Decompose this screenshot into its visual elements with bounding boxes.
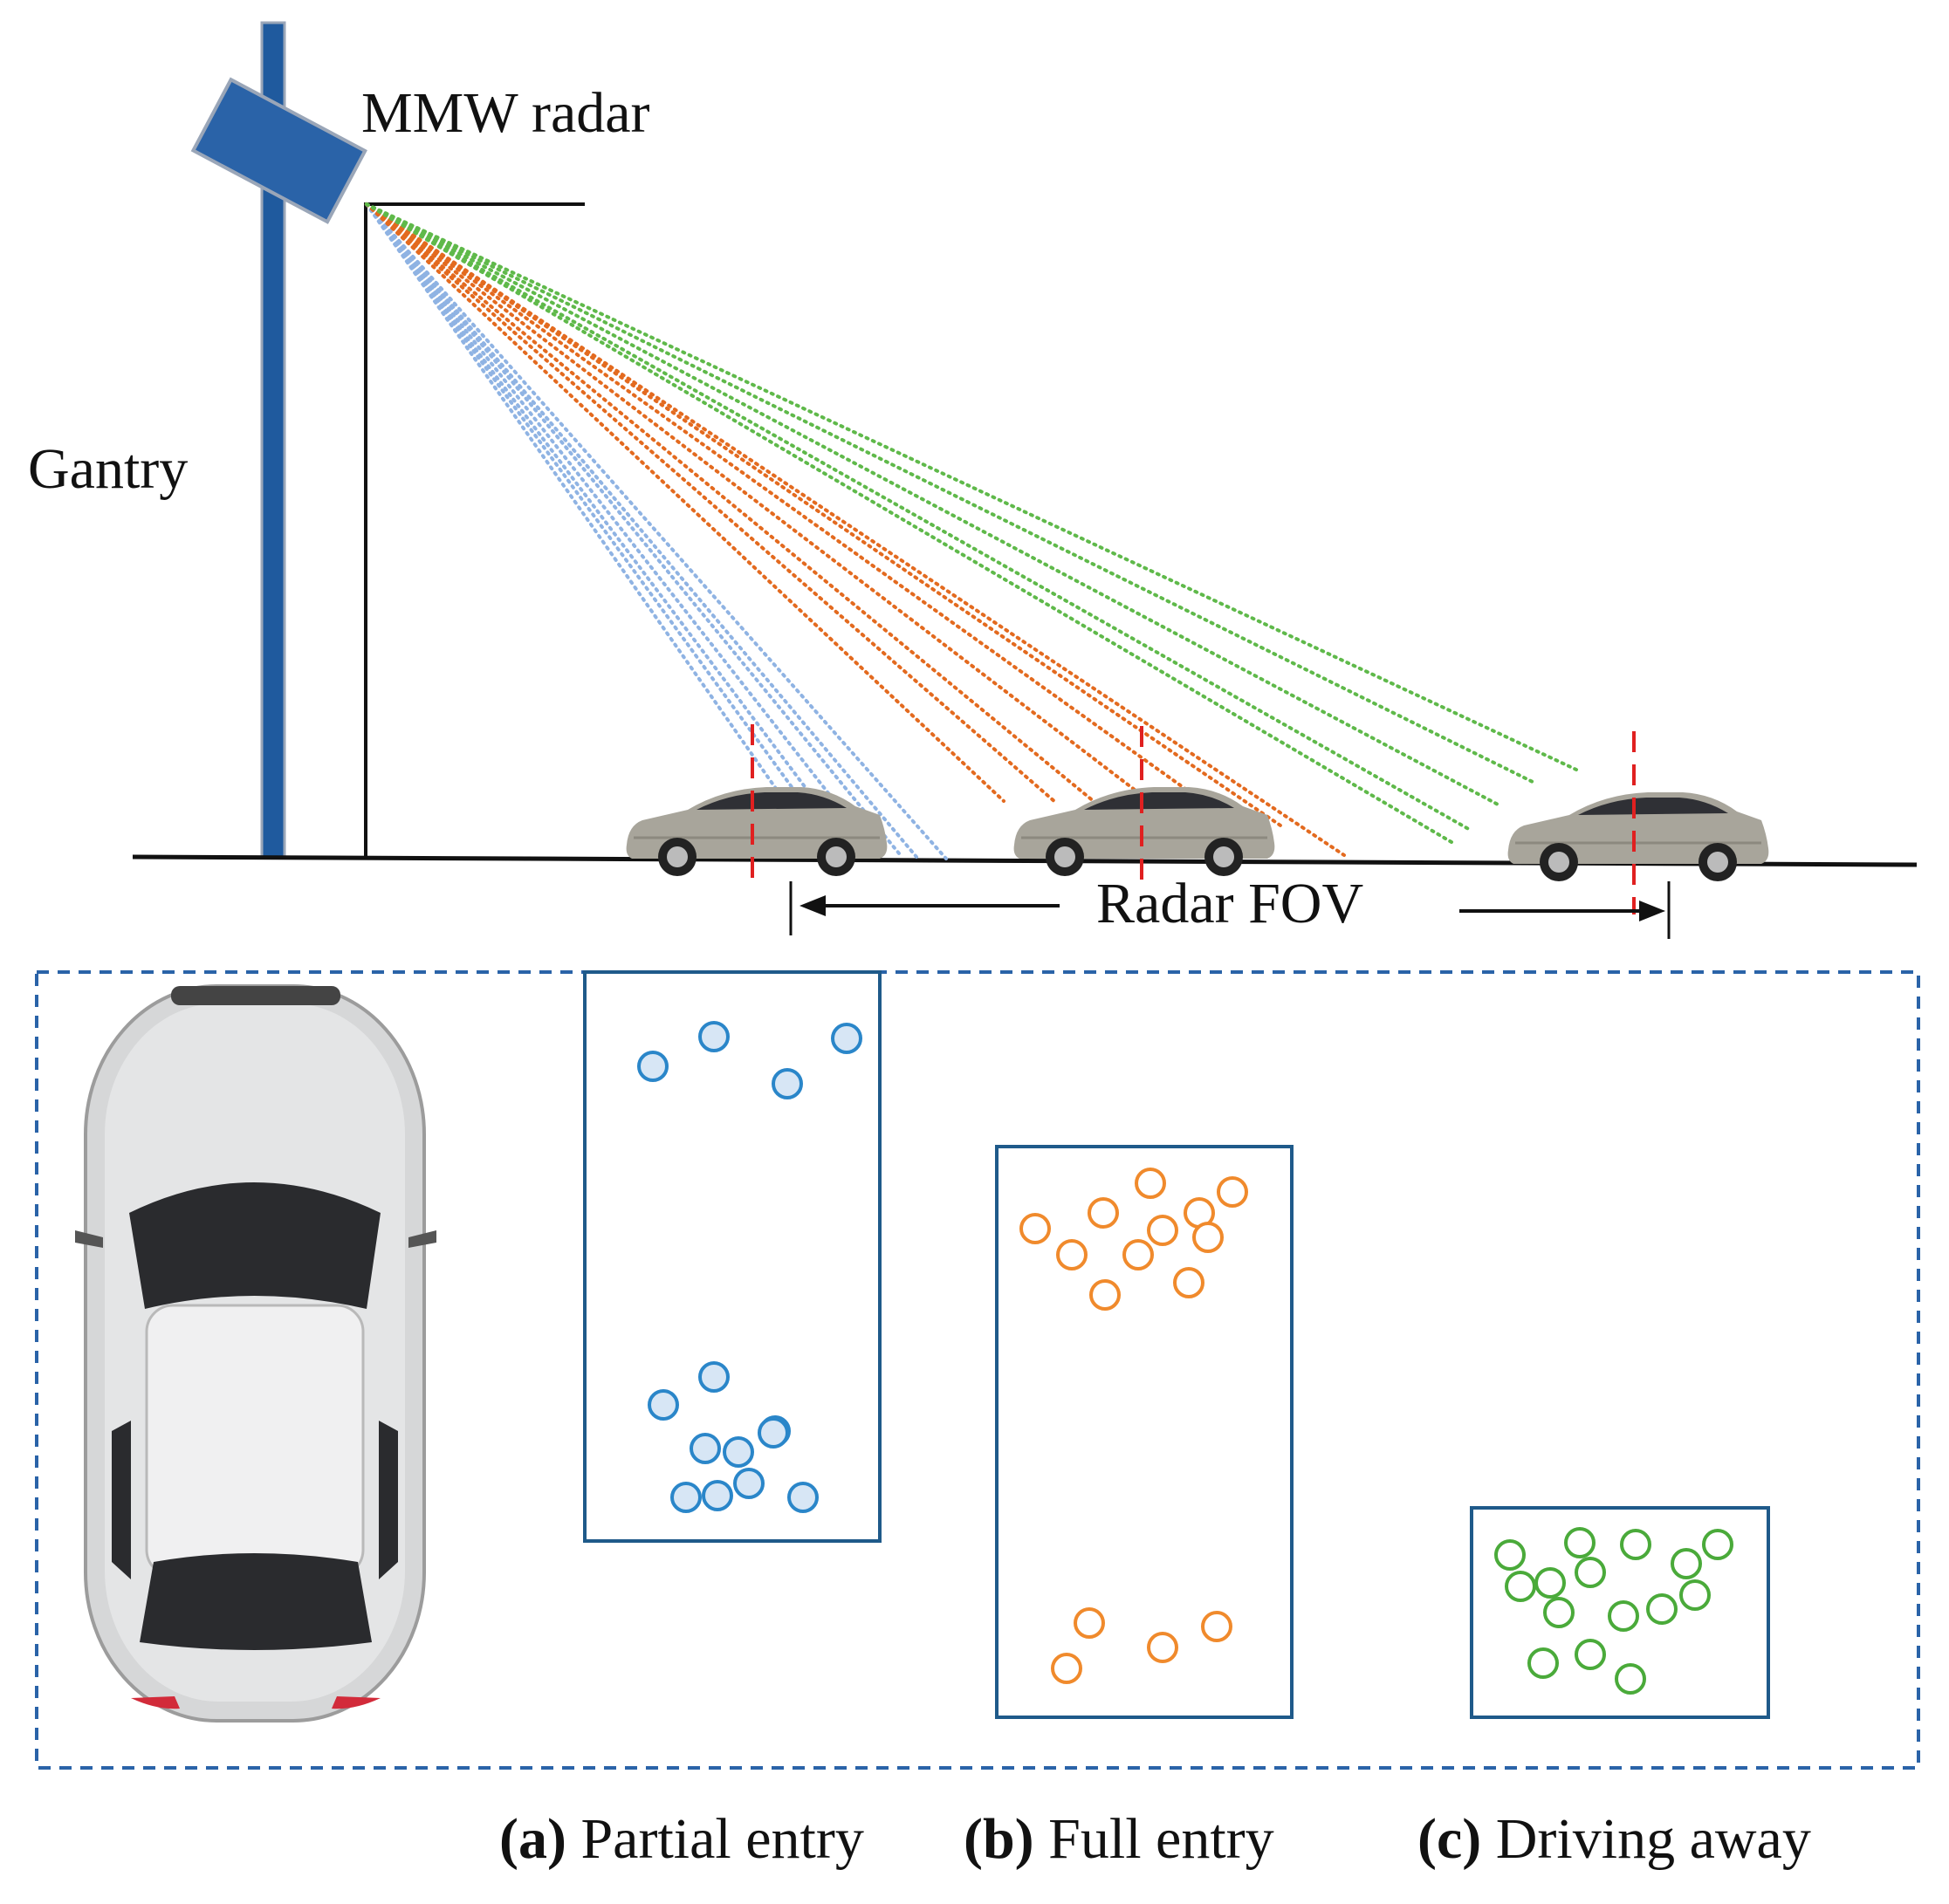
caption-tag: (a) (499, 1807, 566, 1871)
beam-full-entry (365, 202, 1285, 829)
beam-partial-entry (365, 202, 918, 859)
point-full-entry (1147, 1215, 1178, 1246)
beam-partial-entry (365, 202, 875, 852)
point-full-entry (1019, 1213, 1051, 1244)
cluster-box-full-entry (995, 1145, 1294, 1719)
fov-left-arrowhead (800, 895, 826, 916)
gantry-label: Gantry (28, 437, 189, 501)
radar-label: MMW radar (361, 81, 650, 145)
cluster-box-driving-away (1470, 1506, 1770, 1719)
point-partial-entry (787, 1482, 819, 1513)
point-partial-entry (831, 1023, 862, 1054)
beam-driving-away (365, 202, 1503, 808)
beam-partial-entry (365, 202, 850, 846)
caption-partial-entry: (a) Partial entry (499, 1806, 864, 1873)
point-full-entry (1122, 1239, 1154, 1270)
point-partial-entry (772, 1068, 803, 1099)
caption-text: Driving away (1495, 1807, 1811, 1871)
point-driving-away (1615, 1663, 1646, 1695)
beam-full-entry (365, 202, 1224, 817)
beam-driving-away (365, 202, 1473, 832)
point-driving-away (1575, 1639, 1606, 1670)
beam-full-entry (365, 202, 1101, 808)
point-full-entry (1217, 1176, 1248, 1208)
caption-full-entry: (b) Full entry (964, 1806, 1274, 1873)
point-driving-away (1494, 1539, 1526, 1571)
beam-full-entry (365, 202, 1005, 803)
point-partial-entry (670, 1482, 702, 1513)
point-partial-entry (698, 1361, 730, 1393)
car-side-icon (1506, 791, 1770, 883)
point-full-entry (1135, 1168, 1166, 1199)
cluster-box-partial-entry (583, 970, 882, 1543)
point-full-entry (1051, 1653, 1082, 1684)
beam-driving-away (365, 202, 1538, 785)
point-partial-entry (702, 1480, 733, 1511)
point-partial-entry (733, 1468, 765, 1499)
point-driving-away (1608, 1600, 1639, 1632)
point-partial-entry (758, 1417, 789, 1449)
point-driving-away (1646, 1593, 1678, 1625)
beam-driving-away (365, 202, 1458, 846)
point-partial-entry (698, 1021, 730, 1052)
point-driving-away (1575, 1557, 1606, 1588)
beam-full-entry (365, 202, 1058, 805)
point-full-entry (1201, 1611, 1232, 1642)
point-partial-entry (637, 1051, 669, 1082)
fov-label: Radar FOV (1096, 872, 1364, 935)
beam-partial-entry (365, 202, 948, 860)
beam-partial-entry (365, 202, 829, 838)
point-full-entry (1056, 1239, 1088, 1270)
beam-full-entry (365, 202, 1163, 812)
beam-partial-entry (365, 202, 901, 855)
point-full-entry (1192, 1222, 1224, 1253)
caption-text: Full entry (1048, 1807, 1274, 1871)
beam-full-entry (365, 202, 1346, 857)
point-driving-away (1505, 1571, 1536, 1602)
point-full-entry (1147, 1632, 1178, 1663)
point-driving-away (1702, 1529, 1733, 1560)
car-side-icon (625, 785, 889, 878)
point-full-entry (1074, 1607, 1105, 1639)
fov-right-arrowhead (1639, 901, 1665, 921)
beam-driving-away (365, 202, 1578, 771)
point-partial-entry (690, 1433, 721, 1464)
point-driving-away (1671, 1548, 1702, 1579)
radar-beams (365, 202, 1578, 860)
caption-driving-away: (c) Driving away (1417, 1806, 1811, 1873)
caption-text: Partial entry (580, 1807, 864, 1871)
radar-sensor-icon (190, 77, 367, 224)
point-driving-away (1527, 1647, 1559, 1679)
beam-partial-entry (365, 202, 805, 829)
caption-tag: (b) (964, 1807, 1034, 1871)
point-full-entry (1173, 1267, 1204, 1298)
point-driving-away (1543, 1597, 1575, 1628)
fov-markers (751, 724, 1636, 914)
point-driving-away (1564, 1527, 1596, 1558)
point-partial-entry (648, 1389, 679, 1421)
point-driving-away (1534, 1567, 1566, 1599)
point-driving-away (1620, 1529, 1651, 1560)
car-top-view-icon (75, 984, 436, 1723)
point-partial-entry (723, 1436, 754, 1468)
point-driving-away (1679, 1579, 1711, 1611)
point-full-entry (1088, 1197, 1119, 1229)
point-full-entry (1089, 1279, 1121, 1311)
caption-tag: (c) (1417, 1807, 1482, 1871)
